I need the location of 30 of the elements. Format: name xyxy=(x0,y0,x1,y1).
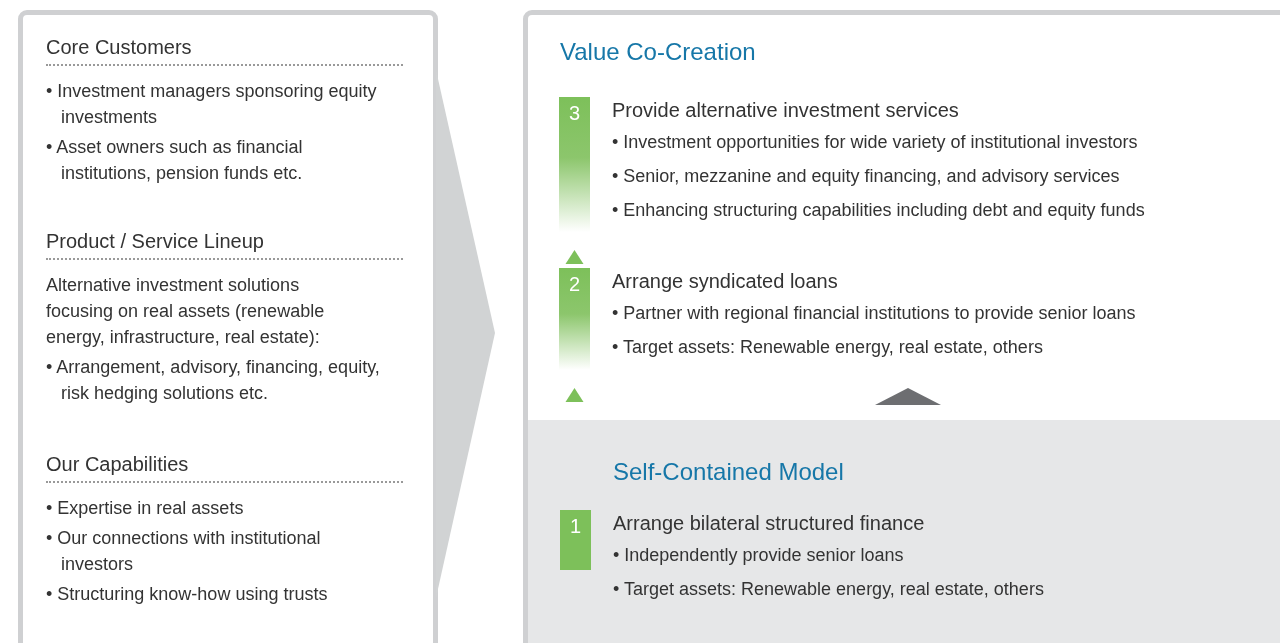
list-item: • Enhancing structuring capabilities including debt and equity funds xyxy=(612,199,1146,222)
list-item: • Target assets: Renewable energy, real estate, others xyxy=(613,578,1045,601)
step-number-bar: 3 xyxy=(559,97,590,232)
panel-title: Self-Contained Model xyxy=(613,458,844,486)
triangle-arrow xyxy=(875,388,941,405)
panel-title: Value Co-Creation xyxy=(560,38,756,66)
list-item: • Structuring know-how using trusts xyxy=(46,583,329,606)
list-item: • Independently provide senior loans xyxy=(613,544,905,567)
list-item: • Arrangement, advisory, financing, equity, risk hedging solutions etc. xyxy=(46,356,381,405)
band-panel xyxy=(528,420,1280,643)
list-item: • Investment opportunities for wide variety of institutional investors xyxy=(612,131,1139,154)
list-item: • Target assets: Renewable energy, real estate, others xyxy=(612,336,1044,359)
step-heading: Provide alternative investment services xyxy=(612,98,960,123)
section-heading: Core Customers xyxy=(46,36,403,66)
section-heading: Our Capabilities xyxy=(46,453,403,483)
list-item: • Investment managers sponsoring equity investments xyxy=(46,80,378,129)
step-heading: Arrange bilateral structured finance xyxy=(613,511,926,536)
step-number-bar: 2 xyxy=(559,268,590,370)
list-item: • Expertise in real assets xyxy=(46,497,245,520)
panel-card xyxy=(18,10,438,643)
list-item: Alternative investment solutions focusing on real assets (renewable energy, infrastructure, real estate): xyxy=(46,274,326,349)
section-heading: Product / Service Lineup xyxy=(46,230,403,260)
panel-card xyxy=(523,10,1280,643)
triangle-arrow xyxy=(565,250,584,264)
list-item: • Senior, mezzanine and equity financing, and advisory services xyxy=(612,165,1121,188)
step-number-bar: 1 xyxy=(560,510,591,570)
list-item: • Our connections with institutional investors xyxy=(46,527,322,576)
list-item: • Asset owners such as financial institutions, pension funds etc. xyxy=(46,136,304,185)
list-item: • Partner with regional financial institutions to provide senior loans xyxy=(612,302,1137,325)
step-heading: Arrange syndicated loans xyxy=(612,269,839,294)
